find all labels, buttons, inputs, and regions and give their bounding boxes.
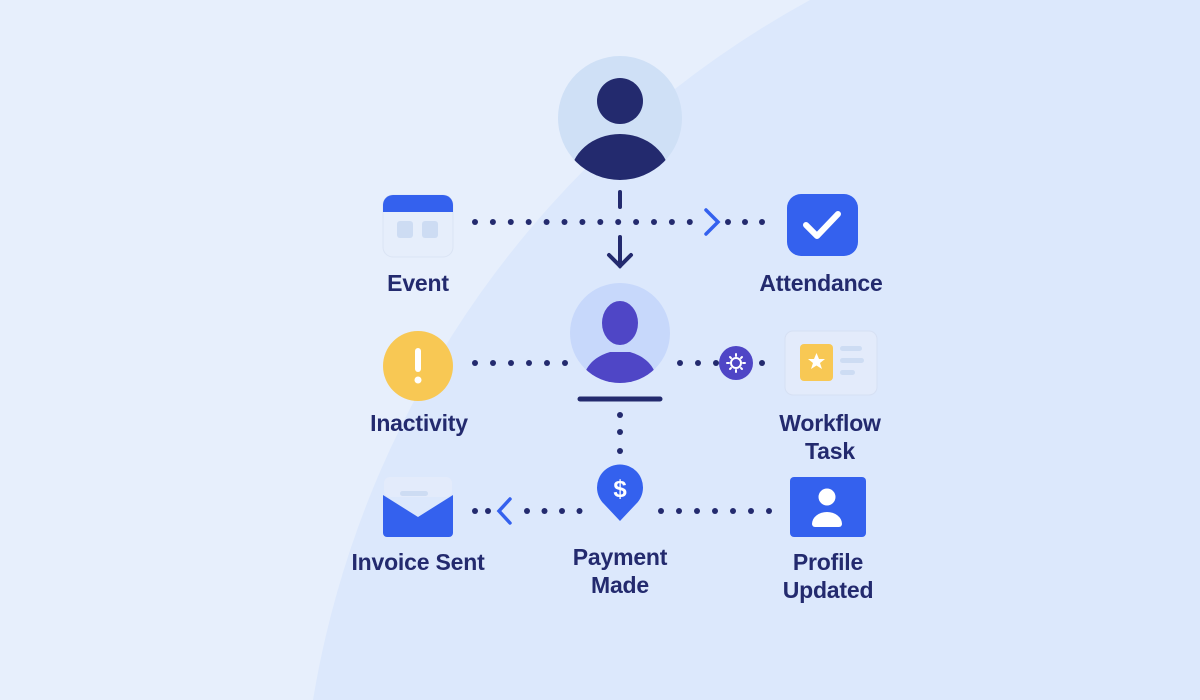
task-card-icon: [784, 330, 878, 396]
payment-line2: Made: [590, 572, 649, 598]
connector-dot: [759, 219, 765, 225]
connector-dot: [489, 219, 496, 225]
calendar-icon: [382, 194, 454, 258]
connector-dot: [617, 448, 623, 454]
connector-dot: [524, 508, 530, 514]
connector-dot: [544, 360, 550, 366]
connector-dot: [615, 219, 622, 225]
profile-card-icon: [790, 477, 866, 537]
connector-dot: [759, 360, 765, 366]
connector-dot: [490, 360, 496, 366]
dollar-pin-icon: $: [597, 464, 643, 521]
chevron-right-icon: [704, 208, 721, 236]
chevron-left-icon: [496, 497, 512, 525]
connector-dot: [658, 508, 664, 514]
dollar-symbol: $: [613, 476, 627, 503]
connector-dot: [543, 219, 550, 225]
connector-dot: [507, 219, 514, 225]
profile-updated-label: Profile Updated: [783, 548, 874, 604]
connector-dot: [742, 219, 748, 225]
gear-icon: [719, 346, 753, 380]
connector-dot: [677, 360, 683, 366]
exclamation-icon: [383, 331, 453, 401]
connector-dot: [472, 508, 478, 514]
payment-made-label: Payment Made: [572, 543, 668, 599]
connector-dot: [576, 508, 583, 514]
connector-dot: [713, 360, 719, 366]
user-avatar-top: [558, 56, 682, 180]
connector-dot: [561, 219, 568, 225]
connector-dot: [562, 360, 568, 366]
down-arrow-connector: [607, 190, 633, 269]
user-avatar-center: [570, 283, 670, 402]
connector-dot: [712, 508, 718, 514]
connector-dot: [694, 508, 700, 514]
connector-dot: [485, 508, 491, 514]
invoice-sent-label: Invoice Sent: [351, 549, 485, 575]
profile-line1: Profile: [792, 549, 864, 575]
connector-dot: [617, 429, 623, 435]
workflow-task-label: Workflow Task: [779, 409, 881, 465]
connector-dot: [472, 360, 478, 366]
connector-dot: [676, 508, 682, 514]
connector-dot: [668, 219, 675, 225]
connector-dot: [730, 508, 736, 514]
connector-dot: [748, 508, 754, 514]
inactivity-label: Inactivity: [370, 410, 468, 436]
event-label: Event: [387, 270, 449, 296]
background-circle: [313, 0, 1200, 700]
connector-dot: [695, 360, 701, 366]
workflow-line1: Workflow: [779, 410, 881, 436]
payment-line1: Payment: [572, 544, 668, 570]
dotted-connectors: [472, 219, 772, 514]
connector-dot: [508, 360, 514, 366]
connector-dot: [526, 360, 532, 366]
connector-dot: [559, 508, 565, 514]
connector-dot: [725, 219, 731, 225]
connector-dot: [597, 219, 604, 225]
connector-dot: [766, 508, 772, 514]
connector-dot: [633, 219, 640, 225]
attendance-label: Attendance: [759, 270, 883, 296]
workflow-line2: Task: [805, 438, 855, 464]
profile-line2: Updated: [782, 577, 874, 603]
connector-dot: [541, 508, 548, 514]
connector-dot: [651, 219, 657, 225]
connector-dot: [472, 219, 478, 225]
connector-dot: [525, 219, 532, 225]
connector-dot: [579, 219, 586, 225]
connector-dot: [686, 219, 693, 225]
envelope-icon: [383, 477, 453, 537]
checkmark-icon: [787, 194, 858, 256]
connector-dot: [617, 412, 623, 418]
